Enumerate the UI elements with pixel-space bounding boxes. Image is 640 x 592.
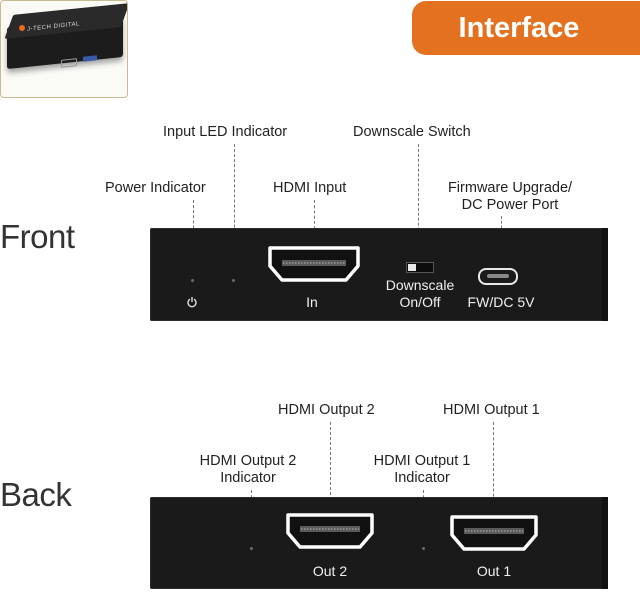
thumbnail-hdmi-port xyxy=(61,58,77,68)
hdmi-output-2-port xyxy=(286,513,374,549)
back-section-label: Back xyxy=(0,476,72,513)
out1-led xyxy=(422,547,425,550)
power-icon xyxy=(187,297,197,308)
downscale-switch-leader xyxy=(418,144,419,260)
power-led xyxy=(191,279,194,282)
hdmi-output-1-port xyxy=(450,515,538,551)
fw-dc-label: FW/DC 5V xyxy=(467,294,535,310)
front-section-label: Front xyxy=(0,218,75,255)
out2-led xyxy=(250,547,253,550)
product-thumbnail: J-TECH DIGITAL xyxy=(0,0,128,98)
out2-label: Out 2 xyxy=(312,563,348,579)
hdmi-output-1-leader xyxy=(493,422,494,512)
firmware-callout-line1: Firmware Upgrade/ xyxy=(447,180,573,196)
logo-mark-icon xyxy=(19,25,25,31)
downscale-label-line1: Downscale xyxy=(385,277,455,293)
hdmi-output-2-leader xyxy=(330,422,331,510)
fw-dc-port xyxy=(478,268,518,285)
hdmi-input-callout: HDMI Input xyxy=(273,180,347,196)
power-indicator-callout: Power Indicator xyxy=(105,180,206,196)
hdmi-output-2-callout: HDMI Output 2 xyxy=(278,402,375,418)
hdmi-input-leader xyxy=(314,200,315,250)
out1-indicator-line2: Indicator xyxy=(394,470,450,486)
downscale-label: Downscale On/Off xyxy=(378,277,462,311)
back-panel: Out 2 Out 1 xyxy=(150,497,608,589)
downscale-switch[interactable] xyxy=(406,262,434,273)
front-panel: In Downscale On/Off FW/DC 5V xyxy=(150,228,608,321)
hdmi-output-1-callout: HDMI Output 1 xyxy=(443,402,540,418)
page-title: Interface xyxy=(412,1,640,55)
out1-indicator-callout: HDMI Output 1 Indicator xyxy=(364,453,480,487)
switch-knob xyxy=(408,264,416,271)
input-led-leader xyxy=(234,144,235,268)
out2-indicator-line2: Indicator xyxy=(220,470,276,486)
out1-indicator-line1: HDMI Output 1 xyxy=(373,453,471,469)
firmware-callout-line2: DC Power Port xyxy=(461,197,559,213)
input-led xyxy=(232,279,235,282)
hdmi-input-port xyxy=(268,246,360,282)
out1-label: Out 1 xyxy=(476,563,512,579)
out2-indicator-callout: HDMI Output 2 Indicator xyxy=(190,453,306,487)
input-led-callout: Input LED Indicator xyxy=(163,124,288,140)
hdmi-input-label: In xyxy=(306,294,318,310)
out2-indicator-line1: HDMI Output 2 xyxy=(199,453,297,469)
fw-dc-port-pins xyxy=(487,274,509,278)
firmware-callout: Firmware Upgrade/ DC Power Port xyxy=(440,180,580,214)
downscale-label-line2: On/Off xyxy=(399,294,441,310)
thumbnail-usb-port xyxy=(83,55,97,62)
downscale-switch-callout: Downscale Switch xyxy=(353,124,471,140)
